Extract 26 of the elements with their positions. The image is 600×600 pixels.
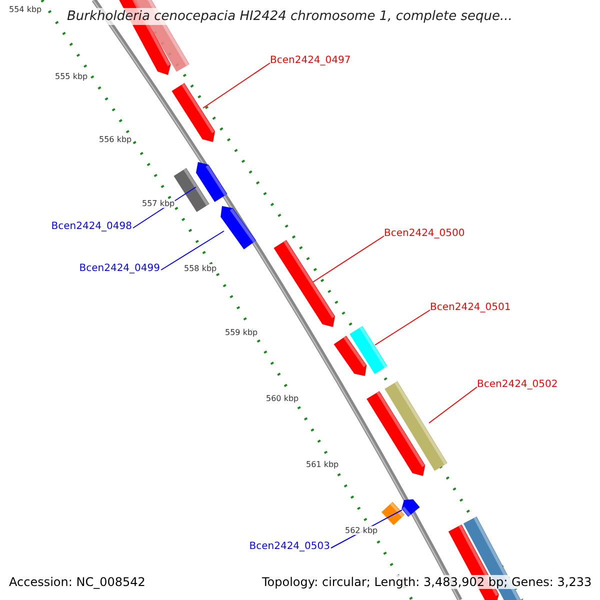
gene-feature [220,206,256,250]
gene-feature [402,499,420,517]
gene-label: Bcen2424_0503 [249,541,330,552]
genome-info-text: Topology: circular; Length: 3,483,902 bp; Genes: 3,233 [262,575,592,589]
gene-feature [196,162,228,202]
gene-label: Bcen2424_0499 [79,263,160,274]
scale-label: 561 kbp [306,460,339,469]
gene-feature [274,240,335,327]
gene-label: Bcen2424_0501 [430,302,511,313]
gene-label: Bcen2424_0498 [51,221,132,232]
gene-label: Bcen2424_0500 [384,228,465,239]
scale-label: 554 kbp [9,5,42,14]
accession-text: Accession: NC_008542 [9,575,146,589]
gene-feature [172,83,215,142]
gene-label: Bcen2424_0497 [270,55,351,66]
gene-label: Bcen2424_0502 [477,379,558,390]
scale-label: 555 kbp [55,72,88,81]
leader-line [160,230,224,270]
leader-line [374,310,430,346]
gene-feature [350,326,388,374]
scale-label: 556 kbp [99,135,132,144]
gene-feature [384,381,448,471]
leader-line [312,236,384,282]
leader-line [202,62,270,108]
leader-line [428,386,478,424]
scale-label: 560 kbp [266,394,299,403]
